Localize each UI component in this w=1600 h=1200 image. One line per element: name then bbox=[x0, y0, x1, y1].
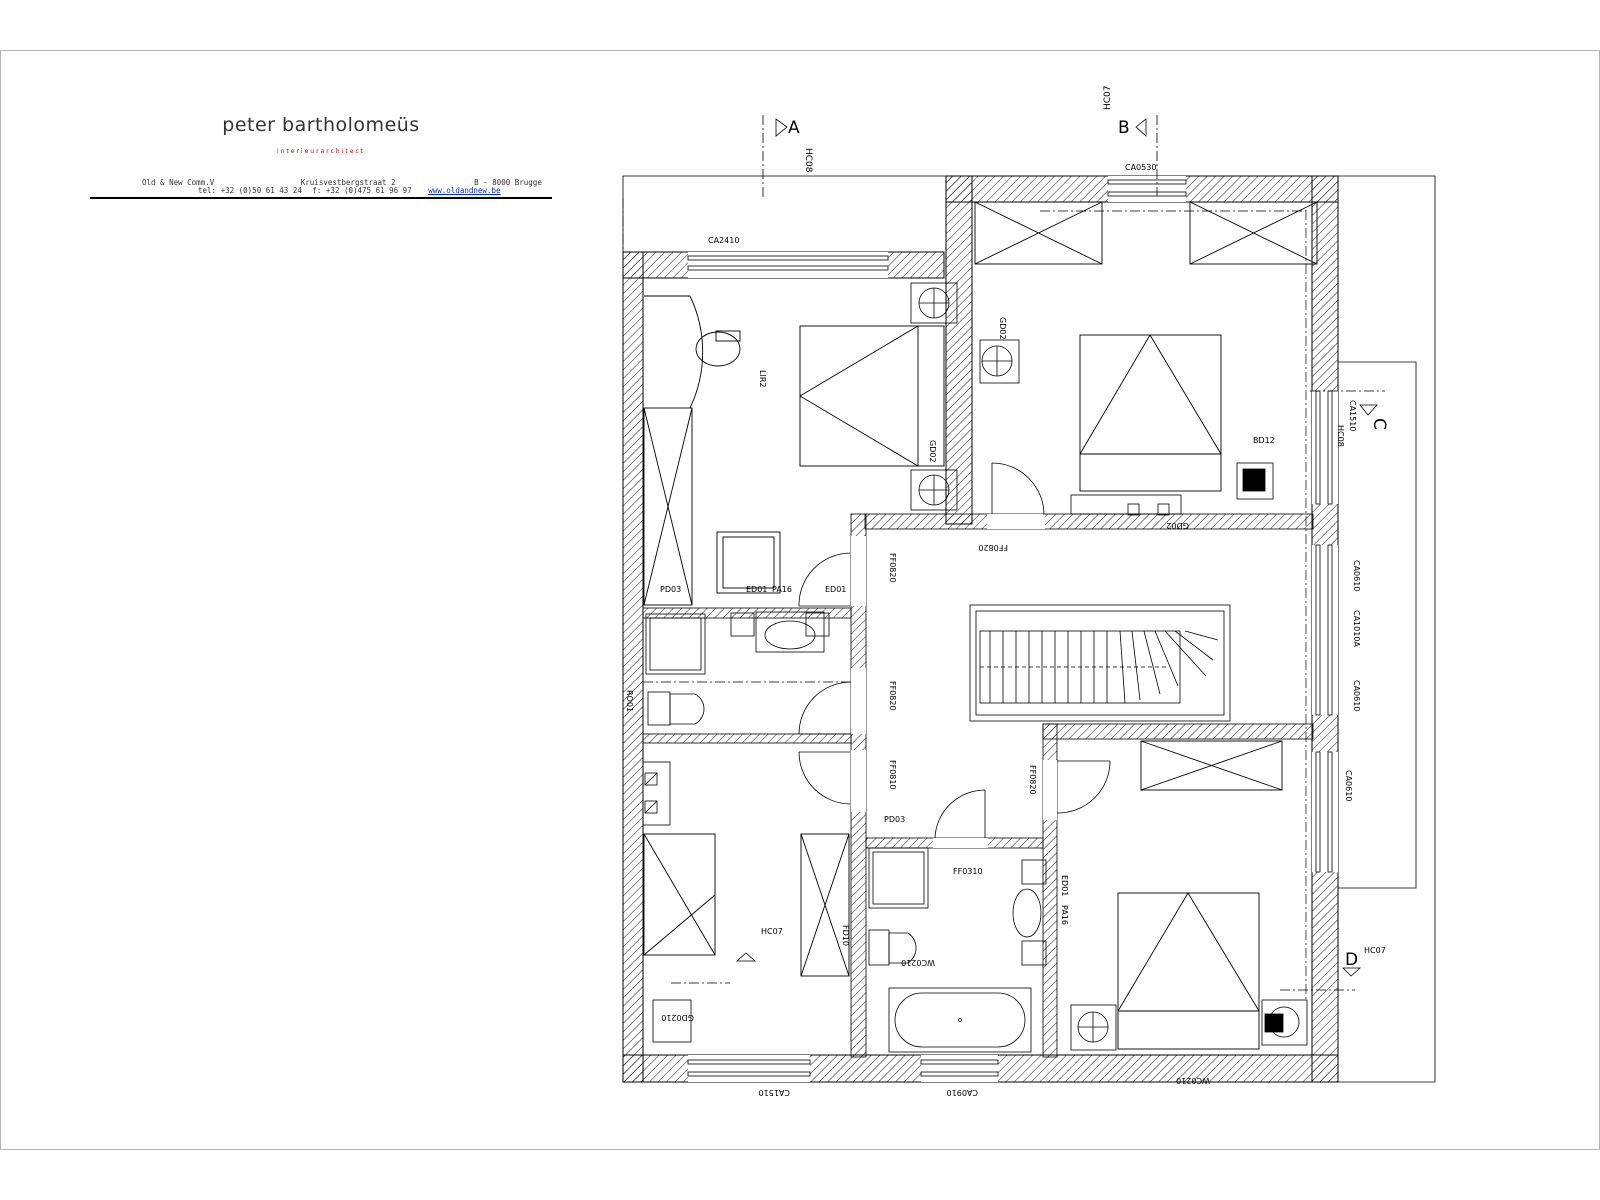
section-a-label: A bbox=[788, 118, 800, 138]
ca0910-bottom-label: CA0910 bbox=[947, 1088, 978, 1097]
radiators bbox=[652, 282, 1308, 1051]
wall-openings bbox=[688, 176, 1338, 1082]
ca1510-bottom-label: CA1510 bbox=[759, 1088, 790, 1097]
bathroom-left-fixtures bbox=[642, 611, 830, 826]
hc07-label-top: HC07 bbox=[1103, 85, 1113, 110]
ff0820-label-a: FF0820 bbox=[888, 553, 897, 583]
bd12-label: BD12 bbox=[1253, 436, 1275, 445]
ca0610-label-a: CA0610 bbox=[1352, 560, 1361, 591]
ca1010a-label: CA1010A bbox=[1352, 610, 1361, 647]
ed01-label-a: ED01 bbox=[825, 585, 846, 594]
ff0310-label: FF0310 bbox=[953, 867, 983, 876]
ca1510-right-label: CA1510 bbox=[1348, 400, 1357, 431]
ca2410-label: CA2410 bbox=[708, 236, 739, 245]
doors bbox=[735, 462, 1182, 962]
ed01-label-b: ED01 bbox=[746, 585, 767, 594]
street-address: Kruisvestbergstraat 2 bbox=[300, 178, 396, 187]
section-line-a: A HC08 bbox=[762, 115, 813, 200]
address-line-2: tel: +32 (0)50 61 43 24 f: +32 (0)475 61… bbox=[90, 186, 552, 195]
staircase bbox=[969, 604, 1231, 722]
hc07-right-label: HC07 bbox=[1364, 946, 1386, 955]
gd02-label-a: GD02 bbox=[928, 440, 937, 463]
pa16-label-b: PA16 bbox=[1060, 905, 1069, 925]
gd0210-label: GD0210 bbox=[661, 1013, 694, 1022]
ca0610-label-c: CA0610 bbox=[1344, 770, 1353, 801]
ed01-label-c: ED01 bbox=[1060, 875, 1069, 896]
gd02-label-c: GD02 bbox=[1166, 521, 1189, 530]
section-b-label: B bbox=[1118, 118, 1130, 138]
terrace-outline bbox=[622, 175, 1436, 1083]
ff0810-label: FF0810 bbox=[888, 760, 897, 790]
ro01-label: RO01 bbox=[625, 690, 634, 712]
pd03-label-b: PD03 bbox=[884, 815, 905, 824]
section-line-b: B HC07 bbox=[1103, 85, 1158, 196]
outer-walls bbox=[622, 175, 1339, 1083]
wc0210-label-b: WC0210 bbox=[901, 958, 935, 967]
bathroom-lower-fixtures bbox=[868, 847, 1047, 1053]
pa16-label-a: PA16 bbox=[772, 585, 792, 594]
section-line-d: D bbox=[1280, 950, 1362, 991]
hc08-right-label: HC08 bbox=[1336, 425, 1345, 447]
title-rule bbox=[90, 197, 552, 199]
section-c-label: C bbox=[1369, 418, 1389, 430]
fax: f: +32 (0)475 61 96 97 bbox=[312, 186, 412, 195]
desk-chair bbox=[644, 295, 781, 594]
bed-left bbox=[799, 325, 945, 467]
address-line-1: Old & New Comm.V Kruisvestbergstraat 2 B… bbox=[90, 178, 552, 187]
bed-right-bottom bbox=[1117, 892, 1260, 1050]
bed-right-top bbox=[1079, 334, 1222, 492]
wardrobes bbox=[643, 201, 1318, 977]
lir2-label: LIR2 bbox=[758, 370, 767, 387]
tagline-text: interieurarchitect bbox=[276, 148, 366, 155]
fd10-label: FD10 bbox=[841, 925, 850, 946]
wc0210-label-a: WC0210 bbox=[1176, 1076, 1210, 1085]
sheet-border bbox=[0, 50, 1600, 1150]
ca0530-label: CA0530 bbox=[1125, 163, 1156, 172]
ff0820-label-d: FF0820 bbox=[1028, 765, 1037, 795]
ca0610-label-b: CA0610 bbox=[1352, 680, 1361, 711]
gd02-label-b: GD02 bbox=[998, 317, 1007, 340]
hc07-bed-label: HC07 bbox=[761, 927, 783, 936]
window-frames bbox=[687, 179, 1333, 1077]
interior-walls bbox=[642, 513, 1314, 1058]
city-address: B - 8000 Brugge bbox=[474, 178, 542, 187]
website-link[interactable]: www.oldandnew.be bbox=[428, 186, 501, 195]
section-d-label: D bbox=[1345, 950, 1358, 970]
plan-labels: CA2410 CA0530 LIR2 GD02 GD02 BD12 CA1510… bbox=[625, 163, 1386, 1097]
firm-name: peter bartholomeüs bbox=[222, 114, 420, 136]
company-name: Old & New Comm.V bbox=[142, 178, 215, 187]
pd03-label-a: PD03 bbox=[660, 585, 681, 594]
ff0820-label-b: FF0820 bbox=[978, 543, 1008, 552]
hc08-label: HC08 bbox=[803, 148, 813, 173]
section-line-c: C bbox=[1310, 390, 1389, 430]
telephone: tel: +32 (0)50 61 43 24 bbox=[198, 186, 302, 195]
ff0820-label-c: FF0820 bbox=[888, 681, 897, 711]
firm-tagline: interieurarchitect bbox=[90, 148, 552, 155]
